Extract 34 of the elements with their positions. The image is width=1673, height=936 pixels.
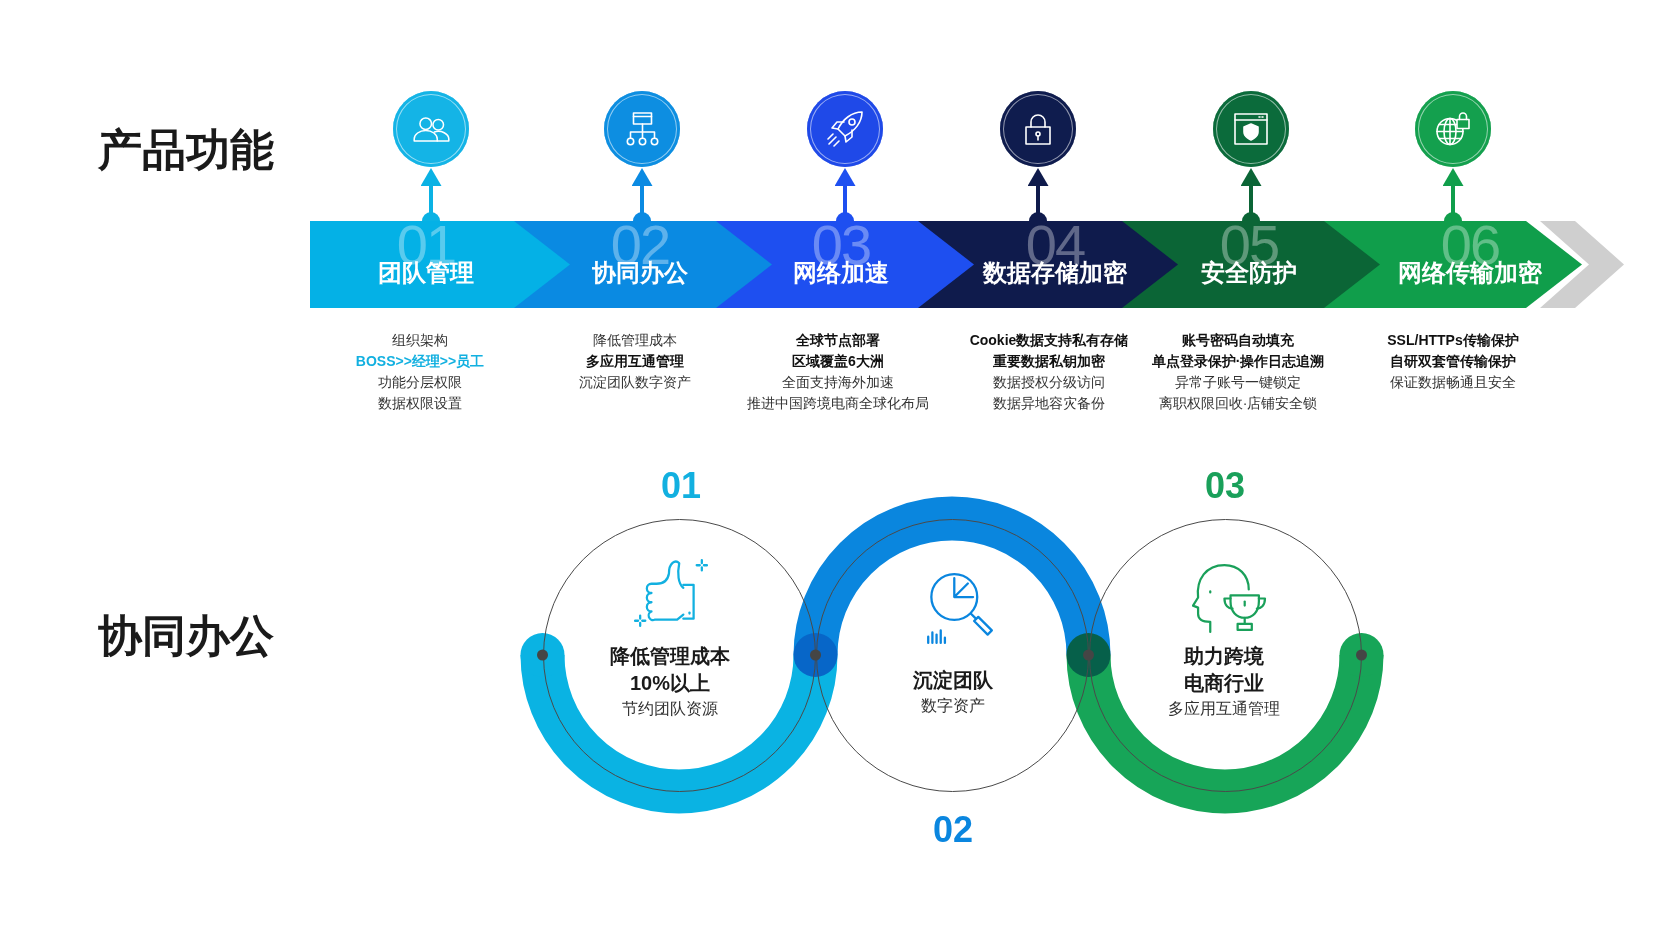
feature-text: SSL/HTTPs传输保护 — [1387, 330, 1519, 350]
step-number: 03 — [1205, 465, 1245, 507]
feature-text: 异常子账号一键锁定 — [1175, 372, 1301, 392]
arrow — [631, 168, 653, 221]
arrow — [420, 168, 442, 221]
feature-text: 组织架构 — [392, 330, 448, 350]
section-title: 产品功能 — [98, 124, 274, 176]
feature-text: 多应用互通管理 — [586, 351, 684, 371]
chevron-segment — [1324, 221, 1582, 308]
arrow — [834, 168, 856, 221]
feature-text: BOSS>>经理>>员工 — [355, 351, 485, 371]
feature-text: Cookie数据支持私有存储 — [969, 330, 1129, 350]
feature-text: 降低管理成本 — [593, 330, 677, 350]
feature-text: 功能分层权限 — [378, 372, 462, 392]
feature-text: 单点登录保护·操作日志追溯 — [1151, 351, 1325, 371]
feature-text: 自研双套管传输保护 — [1390, 351, 1516, 371]
arrow — [1240, 168, 1262, 221]
feature-text: 区域覆盖6大洲 — [792, 351, 884, 371]
feature-text: 账号密码自动填充 — [1182, 330, 1294, 350]
feature-text: 离职权限回收·店铺安全锁 — [1158, 393, 1318, 413]
feature-text: 数据异地容灾备份 — [993, 393, 1105, 413]
feature-text: 数据权限设置 — [378, 393, 462, 413]
arrow — [1442, 168, 1464, 221]
step-number: 01 — [661, 465, 701, 507]
feature-text: 数据授权分级访问 — [993, 372, 1105, 392]
feature-text: 保证数据畅通且安全 — [1390, 372, 1516, 392]
step-number: 02 — [933, 809, 973, 851]
feature-text: 重要数据私钥加密 — [993, 351, 1105, 371]
feature-text: 全面支持海外加速 — [782, 372, 894, 392]
feature-text: 推进中国跨境电商全球化布局 — [747, 393, 929, 413]
section-title: 协同办公 — [98, 610, 274, 662]
feature-text: 沉淀团队数字资产 — [579, 372, 691, 392]
arrow — [1027, 168, 1049, 221]
feature-text: 全球节点部署 — [796, 330, 880, 350]
